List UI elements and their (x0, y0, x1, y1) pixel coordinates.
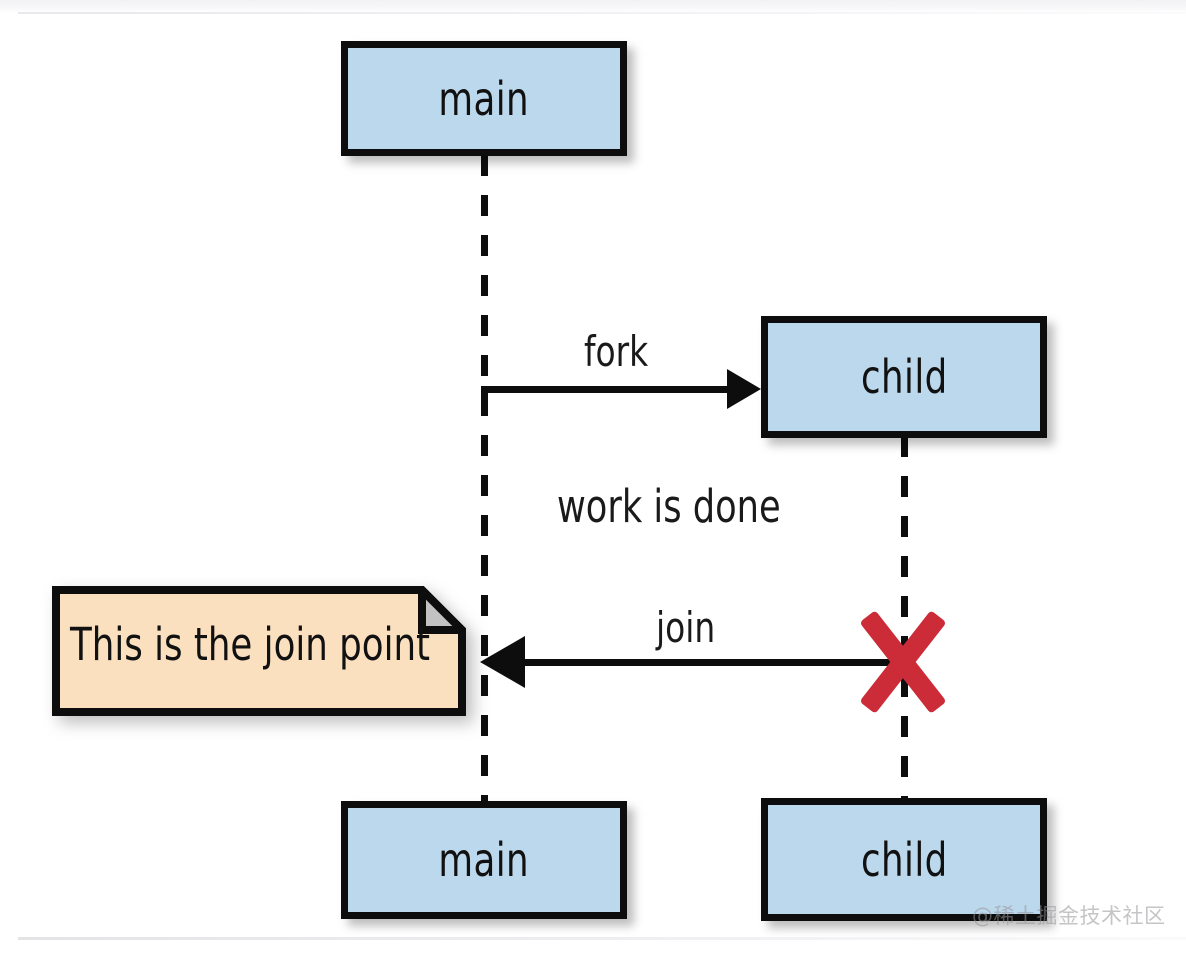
lifeline-child (901, 436, 908, 800)
termination-x-icon (857, 607, 949, 717)
lifeline-box-main-bottom-label: main (438, 833, 530, 887)
lifeline-box-child-top[interactable]: child (761, 316, 1047, 438)
page-top-rule (18, 12, 1186, 14)
uml-note-text: This is the join point (70, 618, 431, 671)
lifeline-box-main-top-label: main (438, 71, 530, 126)
lifeline-box-child-bottom[interactable]: child (761, 798, 1047, 921)
lifeline-box-child-top-label: child (860, 350, 948, 404)
note-shape-icon (52, 586, 466, 716)
join-arrowhead-icon (480, 636, 525, 688)
partial-circle-icon[interactable] (28, 957, 58, 968)
watermark-text: @稀土掘金技术社区 (972, 904, 1166, 928)
lifeline-box-main-bottom[interactable]: main (341, 801, 627, 919)
lifeline-main (481, 155, 488, 803)
lifeline-box-child-bottom-label: child (860, 832, 948, 887)
fork-arrow-origin-stub (481, 386, 488, 411)
fork-message-label: fork (584, 327, 649, 376)
page-top-band (0, 0, 1186, 13)
fork-arrow-line[interactable] (481, 386, 730, 393)
page-bottom-rule (18, 937, 1186, 940)
fork-arrowhead-icon (727, 369, 761, 409)
lifeline-box-main-top[interactable]: main (341, 41, 627, 156)
uml-note[interactable]: This is the join point (52, 586, 466, 716)
join-message-label: join (656, 603, 716, 652)
join-arrow-line[interactable] (523, 659, 905, 666)
work-is-done-annotation: work is done (557, 480, 781, 533)
